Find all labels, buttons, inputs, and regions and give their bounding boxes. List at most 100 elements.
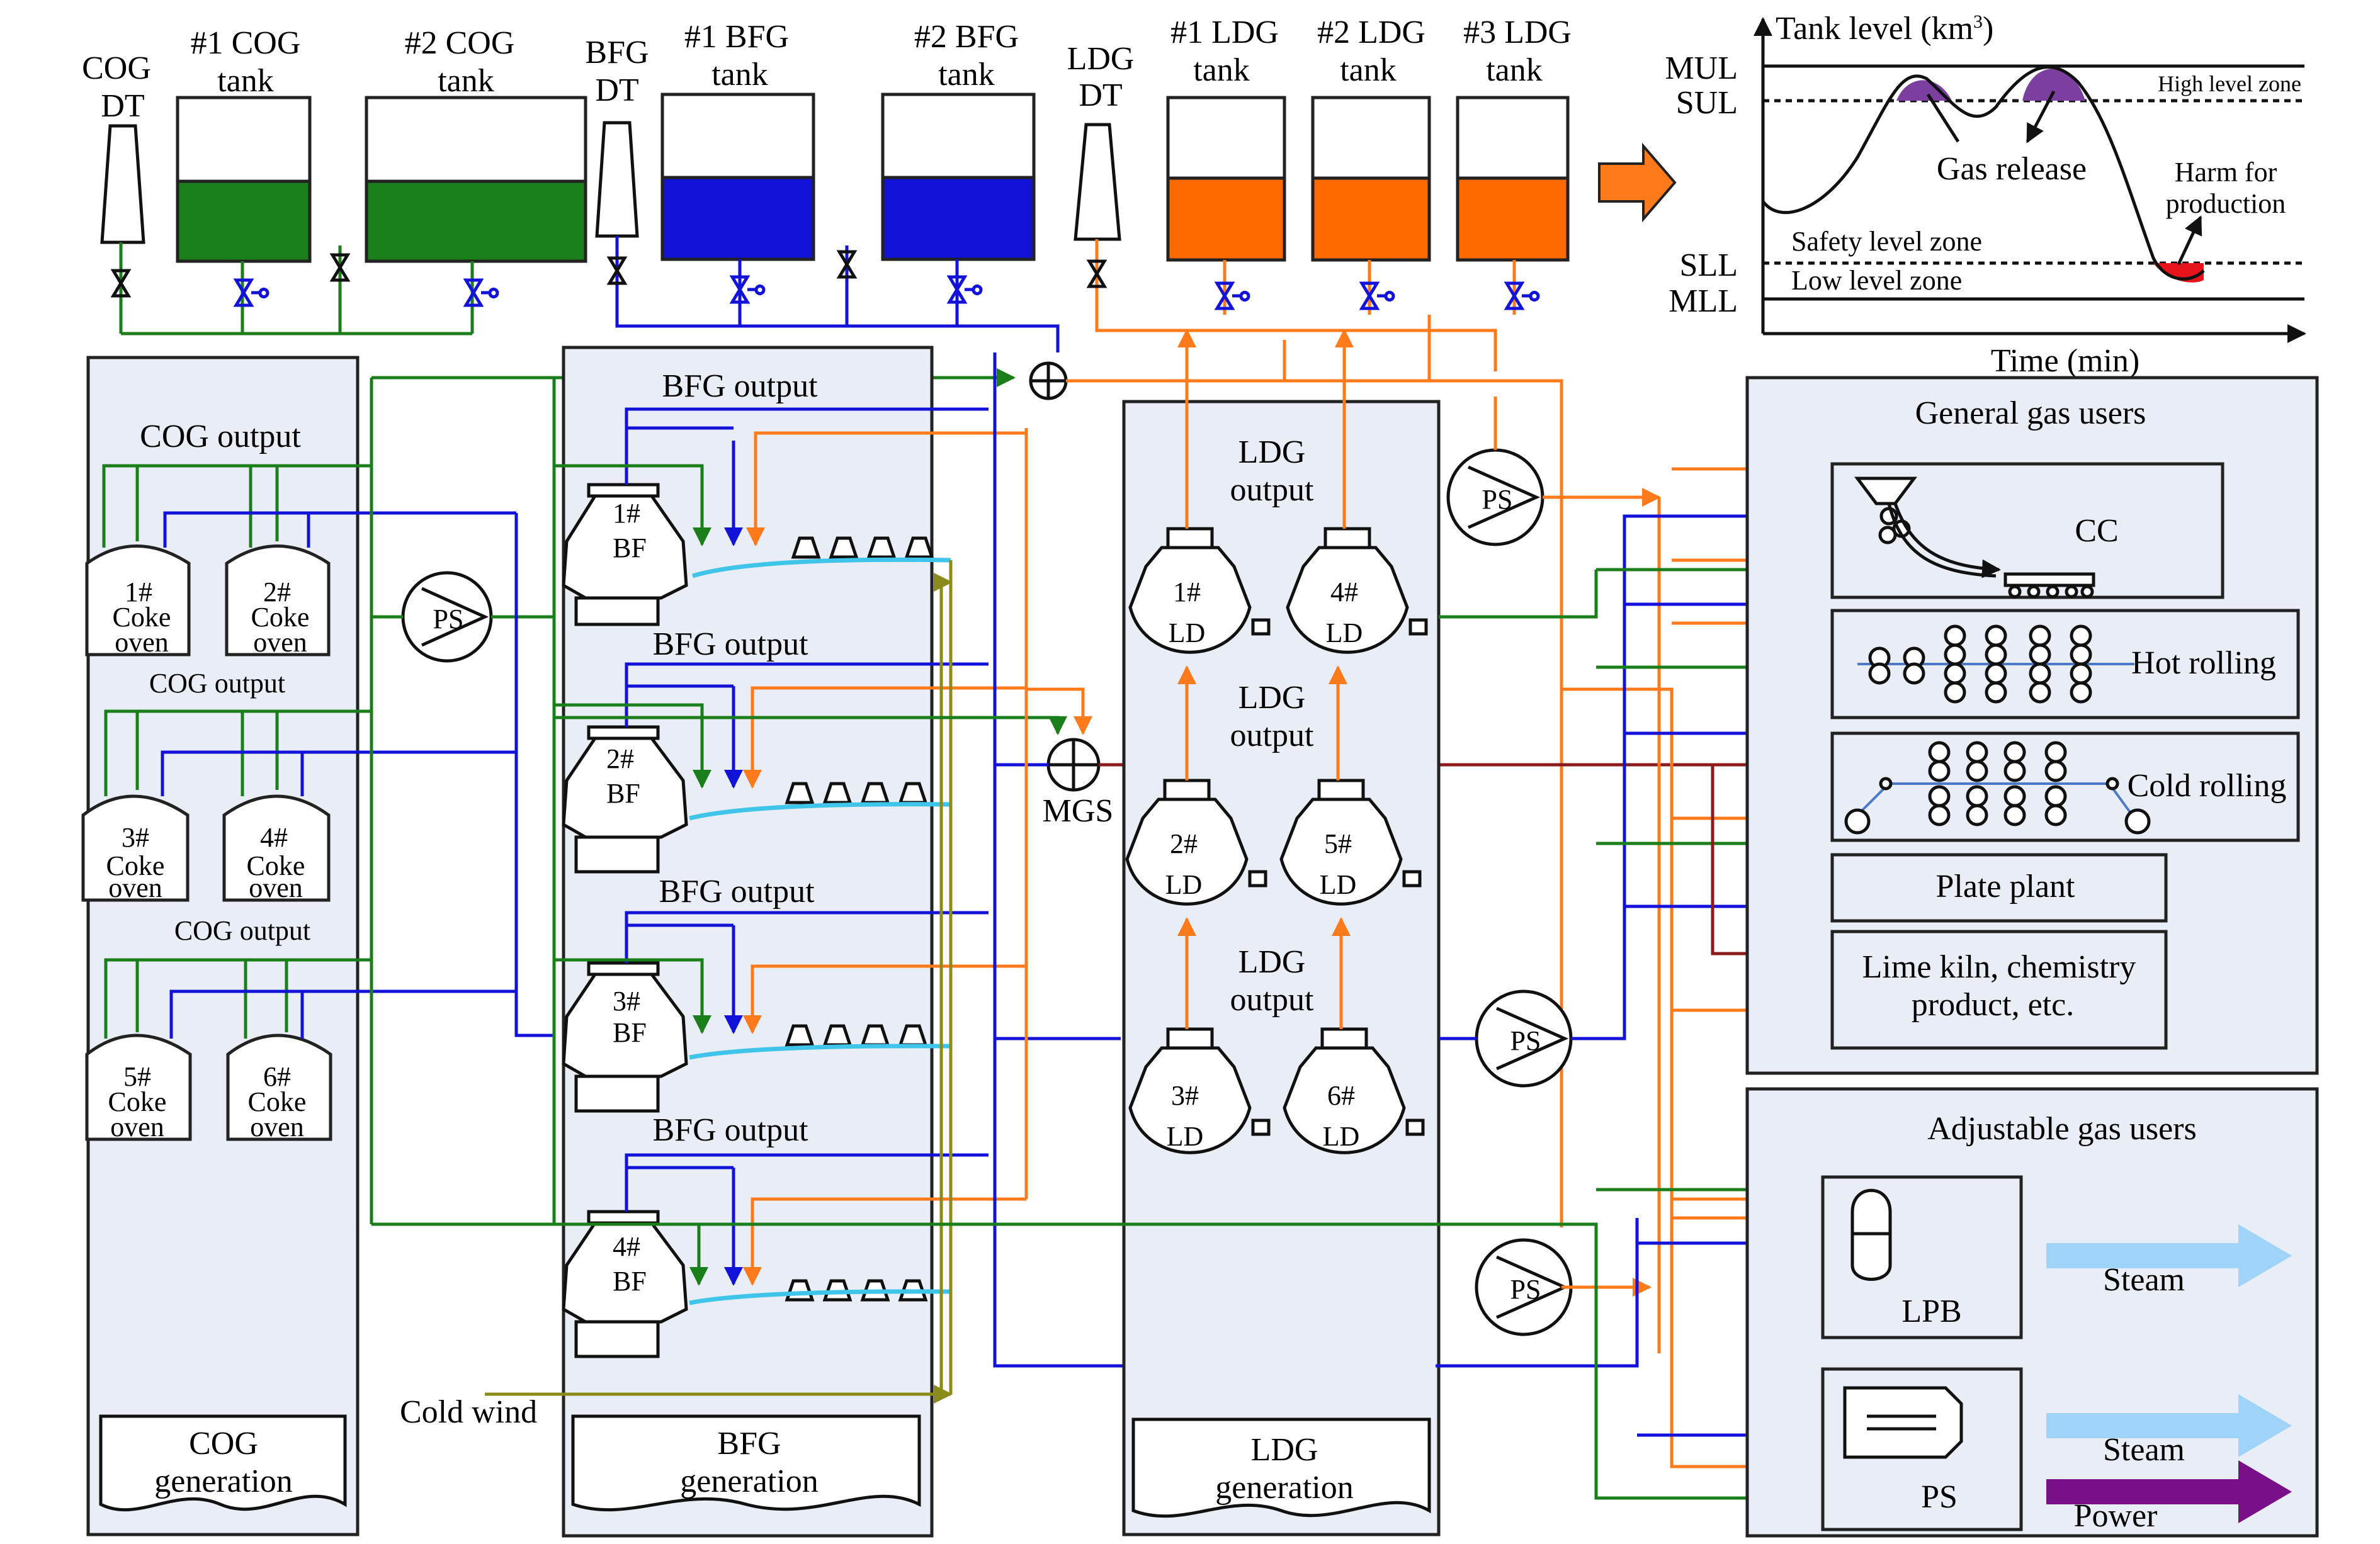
bfg-out-3 [625,911,989,1032]
strand-icon [1887,503,1997,578]
low-zone-label: Low level zone [1791,265,1962,296]
release-arrows [1926,90,2056,142]
control-valve-icon [463,278,499,307]
cog2-label-2: tank [438,63,494,99]
svg-text:2#: 2# [1170,828,1198,859]
roll-stack-icons [1944,624,2092,704]
user-cold-rolling: Cold rolling [1830,731,2300,842]
ldg2-tank-fill [1311,176,1431,262]
svg-text:Coke: Coke [247,850,305,881]
coke-oven-6: 6# Coke oven [226,1034,332,1142]
cold-wind-riser [941,560,951,1394]
svg-text:4#: 4# [613,1231,640,1262]
control-valve-icon [1359,281,1395,310]
ldg-to-bf-3 [743,964,1026,1034]
bfg-adjustable-trunk [1436,1218,1639,1368]
control-valve-icon [1214,281,1250,310]
svg-text:3#: 3# [1171,1080,1199,1111]
bfg-pipes-coke-1 [163,511,516,548]
hot-stoves-1 [791,536,934,559]
svg-text:Coke: Coke [251,602,310,633]
user-lpb: LPB [1821,1175,2023,1339]
bfg-output-label-2: BFG output [652,626,808,662]
bfg1-tank: #1 BFG tank [660,19,815,261]
steam-arrow-1 [2046,1224,2292,1287]
svg-text:Coke: Coke [248,1086,307,1117]
svg-text:PS: PS [1510,1274,1541,1305]
blast-furnace-1: 1# BF [562,483,688,626]
bfg-output-label-3: BFG output [659,874,815,910]
safety-zone-label: Safety level zone [1791,226,1982,257]
ldg2-label-2: tank [1340,52,1397,88]
ldg1-tank-fill [1166,176,1286,262]
user-ps: PS [1821,1367,2023,1531]
hot-rolling-label: Hot rolling [2131,645,2276,681]
cog1-tank-fill [176,179,312,263]
svg-text:1#: 1# [613,498,640,529]
mixer-top [1029,361,1068,400]
svg-text:BF: BF [613,533,647,563]
svg-text:LD: LD [1169,617,1206,648]
svg-text:LD: LD [1320,869,1357,900]
svg-text:2#: 2# [606,743,634,774]
ldg-dt-tower [1074,123,1121,241]
svg-text:LD: LD [1326,617,1363,648]
steam-label-1: Steam [2103,1262,2185,1298]
harm-label-1: Harm for [2175,157,2277,188]
cog-dt-label-2: DT [101,88,144,124]
steam-arrow-2 [2046,1394,2292,1457]
gas-release-label: Gas release [1937,151,2087,187]
tank-row: COG DT #1 COG tank #2 COG tank BFG DT #1… [82,14,1677,371]
control-valve-icon [946,275,983,304]
control-valve-icon [1504,281,1540,310]
cog-dt: COG DT [82,50,151,244]
ps-unit-1: PS [401,571,493,663]
cog2-tank: #2 COG tank [365,25,587,263]
svg-text:PS: PS [1482,484,1513,515]
ldg1-label-2: tank [1193,52,1250,88]
ldg-output-1b: output [1230,472,1314,508]
svg-text:LD: LD [1165,869,1203,900]
ldg2-label-1: #2 LDG [1317,14,1425,50]
cog-to-mgs [554,716,1067,735]
ldg1-tank: #1 LDG tank [1166,14,1286,262]
cog-pipes-row3 [104,958,371,1039]
lime-kiln-label-2: product, etc. [1912,987,2074,1023]
cog-panel: COG output COG output COG output 1# Coke… [81,356,516,1536]
svg-text:oven: oven [108,872,162,903]
user-lime-kiln: Lime kiln, chemistry product, etc. [1830,930,2168,1050]
bfg-dt-label-1: BFG [585,35,649,70]
sul-label: SUL [1676,85,1738,121]
ldg3-tank-fill [1456,176,1570,262]
svg-text:PS: PS [1510,1025,1541,1056]
cc-label: CC [2075,513,2118,549]
svg-text:Coke: Coke [106,850,165,881]
blast-furnace-2: 2# BF [562,725,688,874]
svg-text:Coke: Coke [113,602,171,633]
valve-icon [606,256,628,285]
bfg-generation-box [571,1414,921,1512]
svg-text:3#: 3# [122,822,149,853]
converter-2: 2# LD [1125,779,1267,906]
ldg3-label-2: tank [1486,52,1543,88]
mll-label: MLL [1669,283,1738,319]
ps-unit-2: PS [1446,448,1544,546]
level-y-label: Tank level (km3) [1776,11,1993,47]
tank-level-chart: Tank level (km3) Time (min) MUL SUL SLL … [1665,11,2306,379]
bfg-coke-trunk [514,513,554,1037]
svg-text:1#: 1# [1173,577,1201,607]
cog-dt-tower [100,124,145,244]
ldg-tank-drops [1283,315,1431,381]
ldg-tank-pipes [1095,239,1516,371]
cog-pipes-row2 [104,709,371,796]
level-curve [1762,65,2205,281]
ldg-output-2b: output [1230,718,1314,753]
cog2-tank-fill [365,179,587,263]
general-users-panel: General gas users CC Hot rolling [1745,376,2319,1075]
cold-rolling-label: Cold rolling [2128,768,2287,804]
svg-text:oven: oven [249,872,303,903]
coke-oven-2: 2# Coke oven [225,544,331,658]
cog-to-bf-3 [554,958,711,1034]
converter-4: 4# LD [1286,527,1428,654]
bfg-dt: BFG DT [585,35,649,238]
